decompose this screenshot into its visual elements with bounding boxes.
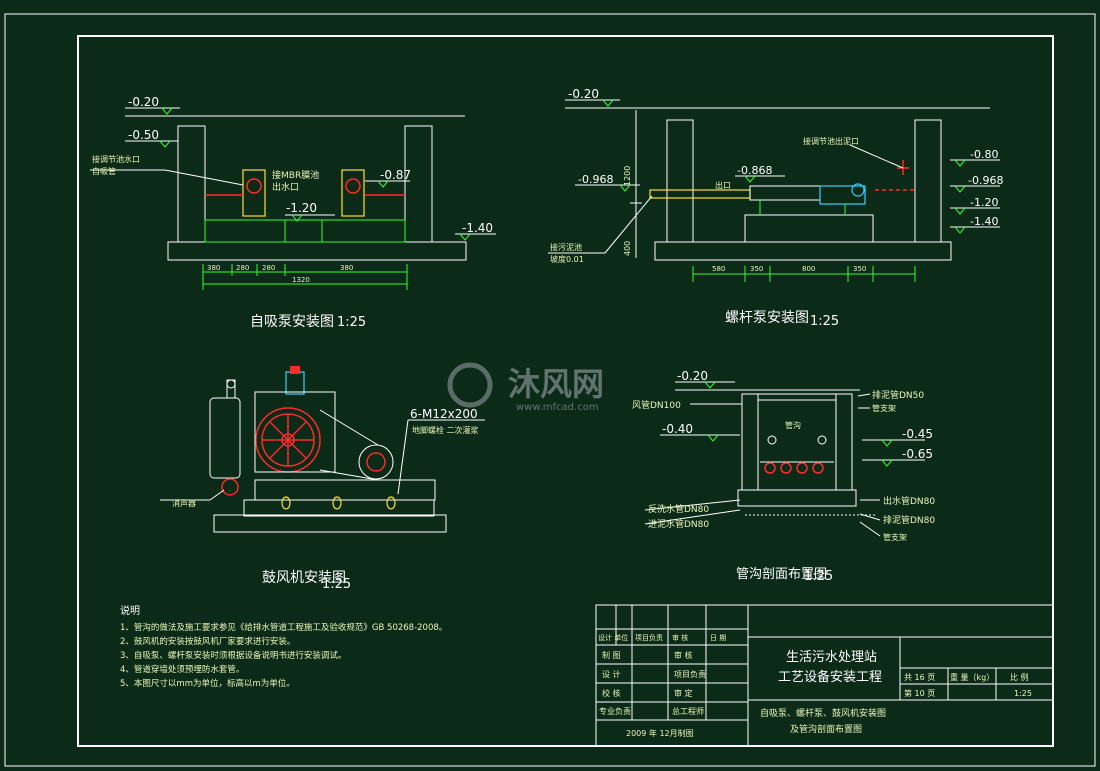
elev-label: -0.65 [902,447,933,461]
pipe-label: 管支架 [883,532,907,542]
watermark: 沐风网 www.mfcad.com [447,362,604,413]
elev-label: -0.50 [128,128,159,142]
tb-header: 设计 单位 [598,633,628,642]
bolt-note: 地脚螺栓 二次灌浆 [412,425,479,435]
self-priming-pump-view [90,107,496,290]
dimension-label: 380 [340,264,353,272]
bolt-label: 6-M12x200 [410,407,478,421]
weight-label: 重 量（kg） [950,672,994,682]
note-item: 4、管道穿墙处须预埋防水套管。 [120,664,244,675]
dimension-label: 280 [236,264,249,272]
view-title: 鼓风机安装图 [262,570,346,586]
elev-label: -0.87 [380,168,411,182]
watermark-brand: 沐风网 [508,365,604,403]
pipe-label: 接污泥池 [550,242,582,252]
pipe-label: 坡度0.01 [550,254,584,264]
tb-header: 日 期 [710,634,726,642]
dimension-label: 350 [750,265,763,273]
tb-role: 项目负责 [674,669,706,679]
view-title: 管沟剖面布置图 [736,567,827,582]
project-subtitle: 工艺设备安装工程 [778,669,882,685]
elev-label: -0.868 [737,164,772,177]
scale-value: 1:25 [1014,689,1032,698]
tb-role: 总工程师 [672,706,704,716]
elev-label: -0.45 [902,427,933,441]
tb-role: 审 核 [674,650,693,660]
pipe-label: 排泥管DN50 [872,389,924,401]
pipe-trench-view [644,381,925,537]
pipe-label: 排泥管DN80 [883,514,935,526]
elev-label: -0.80 [970,148,998,161]
view-title: 自吸泵安装图 [250,314,334,330]
screw-pump-view [548,99,1000,282]
note-item: 1、管沟的做法及施工要求参见《给排水管道工程施工及验收规范》GB 50268-2… [120,622,447,633]
tb-role: 校 核 [602,688,621,698]
elev-label: -0.40 [662,422,693,436]
tb-header: 项目负责 [635,633,663,642]
outer-frame [4,13,1096,767]
pipe-label: 反洗水管DN80 [648,503,709,515]
elev-label: -0.20 [128,95,159,109]
watermark-logo-icon [447,362,493,408]
pipe-label: 接调节池水口 [92,154,140,164]
view-scale: 1:25 [810,314,839,329]
note-item: 3、自吸泵、螺杆泵安装时须根据设备说明书进行安装调试。 [120,650,346,661]
drawing-name: 自吸泵、螺杆泵、鼓风机安装图 [760,707,886,719]
title-block [595,604,1054,747]
dimension-label: 580 [712,265,725,273]
view-scale: 1:25 [337,315,366,330]
notes-heading: 说明 [120,604,140,617]
watermark-url: www.mfcad.com [516,402,599,413]
silencer-label: 消声器 [172,498,196,508]
pipe-label: 管支架 [872,403,896,413]
view-scale: 1:25 [804,569,833,584]
elev-label: -1.40 [462,221,493,235]
pipe-label: 自吸管 [92,166,116,176]
elev-label: -0.968 [578,173,613,186]
tb-role: 设 计 [602,669,621,679]
note-item: 5、本图尺寸以mm为单位，标高以m为单位。 [120,678,295,689]
pipe-label: 出水口 [272,181,299,193]
elev-label: -1.20 [286,201,317,215]
inner-frame [77,35,1054,747]
note-item: 2、鼓风机的安装按鼓风机厂家要求进行安装。 [120,636,295,647]
tb-role: 专业负责 [599,706,631,716]
pipe-label: 进泥水管DN80 [648,518,709,530]
elev-label: -1.40 [970,215,998,228]
tb-role: 制 图 [602,650,621,660]
dimension-label: 350 [853,265,866,273]
view-scale: 1:25 [322,577,351,592]
sheet-number: 第 10 页 [904,688,935,698]
tb-date: 2009 年 12月制图 [626,728,694,738]
dimension-label: 800 [802,265,815,273]
pipe-label: 接调节池出泥口 [803,136,859,146]
pipe-label: 出水管DN80 [883,495,935,507]
view-title: 螺杆泵安装图 [725,310,809,326]
dimension-label: 1320 [292,276,310,284]
elev-label: -1.20 [970,196,998,209]
dimension-label: 1200 [623,166,632,186]
elev-label: -0.20 [568,87,599,101]
project-name: 生活污水处理站 [786,650,877,665]
blower-view [160,366,485,533]
elev-label: -0.20 [677,369,708,383]
drawing-name-2: 及管沟剖面布置图 [790,723,862,735]
dimension-label: 380 [207,264,220,272]
pipe-label: 接MBR膜池 [272,169,319,181]
tb-header: 审 核 [672,633,688,642]
dimension-label: 280 [262,264,275,272]
scale-label: 比 例 [1010,672,1029,682]
pipe-label: 风管DN100 [632,399,681,411]
tb-role: 审 定 [674,688,693,698]
dimension-label: 400 [623,241,632,256]
elev-label: -0.968 [968,174,1003,187]
pipe-label: 管沟 [785,420,801,430]
pipe-label: 出口 [715,180,731,190]
sheet-total: 共 16 页 [904,673,935,682]
